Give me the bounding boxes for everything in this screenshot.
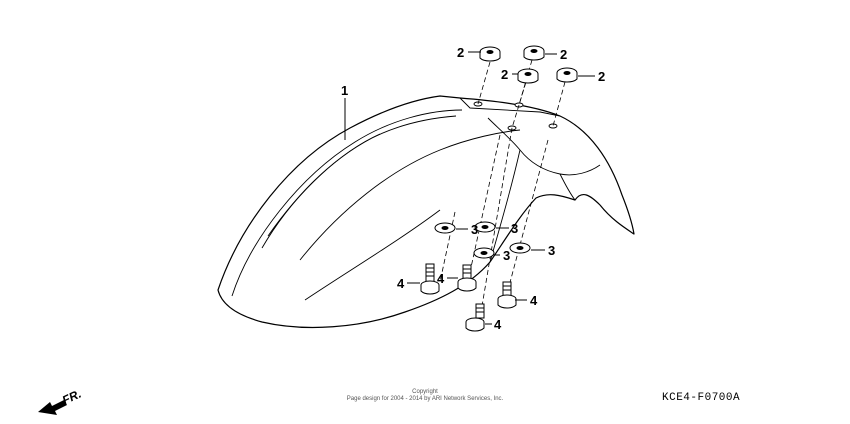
washer[interactable] xyxy=(474,221,496,233)
callout-3: 3 xyxy=(471,222,478,237)
callout-2: 2 xyxy=(598,69,605,84)
bolt[interactable] xyxy=(465,303,485,332)
nut[interactable] xyxy=(479,46,501,62)
callout-4: 4 xyxy=(437,271,445,286)
callout-1: 1 xyxy=(341,83,348,98)
callout-3: 3 xyxy=(511,221,518,236)
callout-leaders xyxy=(407,51,595,325)
washer[interactable] xyxy=(473,247,495,259)
nut[interactable] xyxy=(556,67,578,83)
callout-3: 3 xyxy=(503,248,510,263)
callout-2: 2 xyxy=(560,47,567,62)
copyright-title: Copyright xyxy=(412,389,438,395)
front-fender[interactable] xyxy=(217,95,635,329)
bolt[interactable] xyxy=(457,264,477,292)
assembly-lines xyxy=(439,59,566,319)
nut[interactable] xyxy=(523,45,545,61)
callout-4: 4 xyxy=(494,317,502,332)
direction-arrow-icon xyxy=(38,400,67,415)
nut[interactable] xyxy=(517,68,539,84)
diagram-code: KCE4-F0700A xyxy=(662,392,741,404)
washer[interactable] xyxy=(434,222,456,234)
callout-2: 2 xyxy=(457,45,464,60)
callout-3: 3 xyxy=(548,243,555,258)
copyright-text: Page design for 2004 - 2014 by ARI Netwo… xyxy=(346,396,504,402)
bolt[interactable] xyxy=(497,281,517,309)
washer[interactable] xyxy=(509,242,531,254)
callout-4: 4 xyxy=(397,276,405,291)
bolt[interactable] xyxy=(420,263,440,295)
callout-4: 4 xyxy=(530,293,538,308)
callout-2: 2 xyxy=(501,67,508,82)
